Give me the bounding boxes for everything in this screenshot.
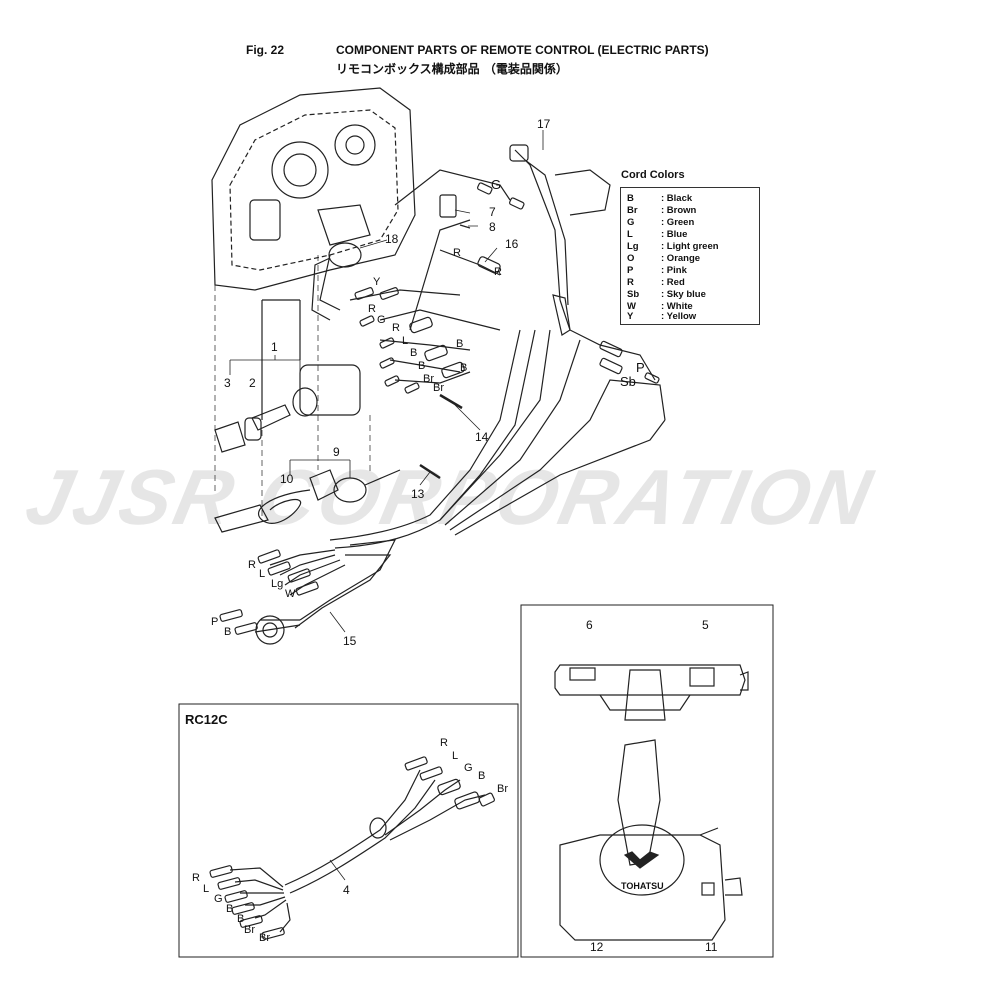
rc12c-box bbox=[178, 703, 519, 958]
callout-13: 13 bbox=[411, 487, 425, 501]
wire-label: L bbox=[203, 883, 210, 895]
callout-8: 8 bbox=[489, 220, 496, 234]
cord-colors-legend: B: Black Br: Brown G: Green L: Blue Lg: … bbox=[620, 187, 760, 325]
switch-cap bbox=[214, 421, 246, 453]
callout-6: 6 bbox=[586, 618, 593, 632]
wire-label: G bbox=[214, 893, 223, 905]
wire-label: P bbox=[636, 360, 645, 375]
figure-title-english: COMPONENT PARTS OF REMOTE CONTROL (ELECT… bbox=[336, 43, 709, 57]
wire-label: B bbox=[237, 913, 245, 925]
rc12c-title: RC12C bbox=[185, 712, 228, 727]
callout-7: 7 bbox=[489, 205, 496, 219]
wire-label: B bbox=[456, 338, 464, 350]
figure-title-japanese: リモコンボックス構成部品 （電装品関係） bbox=[336, 62, 568, 76]
wire-label: R bbox=[192, 872, 200, 884]
wire-label: B bbox=[478, 770, 486, 782]
wire-label: Br bbox=[423, 373, 434, 385]
wire-label: R bbox=[453, 247, 461, 259]
callout-16: 16 bbox=[505, 237, 519, 251]
fuse-holder bbox=[439, 194, 471, 229]
wire-label: L bbox=[259, 568, 266, 580]
wire-label: B bbox=[226, 903, 234, 915]
pin-14 bbox=[439, 393, 463, 410]
control-box-inset bbox=[520, 604, 774, 958]
projection-lines bbox=[214, 255, 371, 520]
wire-label: R bbox=[392, 322, 400, 334]
callout-4: 4 bbox=[343, 883, 350, 897]
callout-11: 11 bbox=[705, 940, 718, 954]
callout-10: 10 bbox=[280, 472, 294, 486]
pin-13 bbox=[419, 463, 441, 480]
wire-label: G bbox=[464, 762, 473, 774]
wire-label: B bbox=[410, 347, 418, 359]
wire-label: R bbox=[368, 303, 376, 315]
wire-label: B bbox=[418, 360, 426, 372]
wire-label: R bbox=[248, 559, 256, 571]
wire-label: L bbox=[402, 335, 409, 347]
callout-14: 14 bbox=[475, 430, 489, 444]
figure-number: Fig. 22 bbox=[246, 43, 285, 57]
callout-3: 3 bbox=[224, 376, 231, 390]
connectors bbox=[219, 182, 660, 635]
buzzer bbox=[311, 242, 362, 321]
callout-2: 2 bbox=[249, 376, 256, 390]
legend-title: Cord Colors bbox=[621, 169, 685, 181]
trim-switch bbox=[509, 144, 611, 336]
remote-control-housing bbox=[211, 87, 416, 291]
wire-label: P bbox=[211, 616, 219, 628]
upper-wires bbox=[319, 169, 656, 384]
wire-label: Br bbox=[497, 783, 508, 795]
wire-label: B bbox=[224, 626, 232, 638]
callout-17: 17 bbox=[537, 117, 551, 131]
wire-label: L bbox=[452, 750, 459, 762]
main-harness bbox=[254, 329, 666, 645]
brand-logo-text: TOHATSU bbox=[621, 881, 664, 891]
leader-lines bbox=[229, 130, 544, 633]
main-switch bbox=[261, 299, 361, 420]
wire-label: R bbox=[440, 737, 448, 749]
wire-label: G bbox=[491, 177, 502, 192]
callout-1: 1 bbox=[271, 340, 278, 354]
callout-15: 15 bbox=[343, 634, 357, 648]
wire-label: B bbox=[460, 362, 468, 374]
wire-label: Br bbox=[433, 382, 444, 394]
stop-switch bbox=[214, 469, 401, 533]
callout-5: 5 bbox=[702, 618, 709, 632]
wire-label: R bbox=[494, 266, 502, 278]
wire-label: Y bbox=[373, 276, 381, 288]
callout-9: 9 bbox=[333, 445, 340, 459]
wire-label: Br bbox=[259, 932, 270, 944]
wire-label: Lg bbox=[271, 578, 284, 590]
callout-12: 12 bbox=[590, 940, 604, 954]
wire-label: Sb bbox=[620, 374, 636, 389]
callout-18: 18 bbox=[385, 232, 399, 246]
ignition-key bbox=[244, 404, 291, 441]
wire-label: Br bbox=[244, 924, 255, 936]
wire-label: W bbox=[285, 588, 296, 600]
wire-label: G bbox=[377, 314, 386, 326]
